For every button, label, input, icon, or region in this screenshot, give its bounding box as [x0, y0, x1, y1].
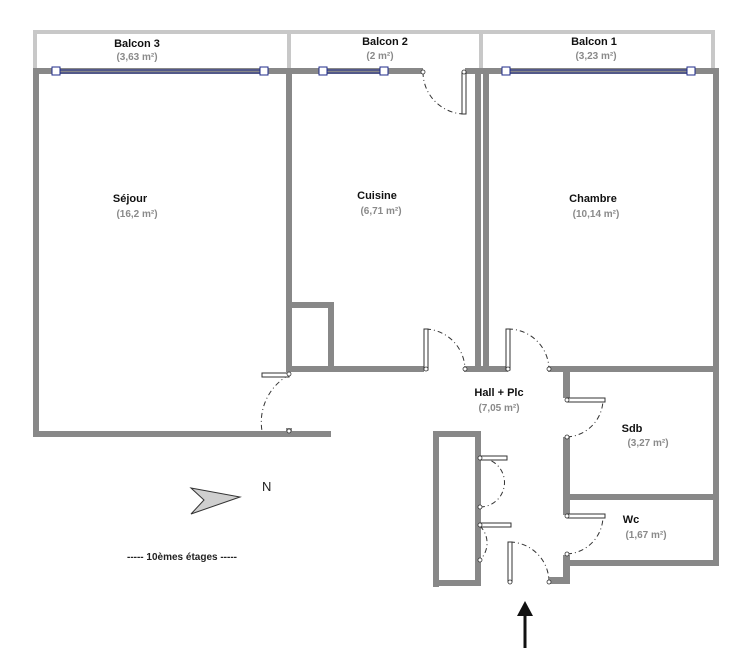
- cupboard-top: [286, 302, 334, 308]
- door-leaf-wc: [566, 513, 606, 519]
- door-leaf-chambre: [505, 328, 511, 371]
- wall-sejour-bottom: [33, 431, 331, 437]
- door-node: [477, 504, 483, 510]
- room-name-hall: Hall + Plc: [474, 387, 523, 399]
- door-node: [461, 69, 467, 75]
- door-swing-closet-2: [479, 525, 488, 561]
- door-swing-sdb: [566, 399, 604, 438]
- room-name-balcon3: Balcon 3: [114, 38, 160, 50]
- door-swing-sejour: [260, 374, 290, 432]
- wall-sdb-west-bottom: [563, 437, 570, 515]
- wall-cuisine-chambre: [475, 68, 481, 372]
- door-leaf-cuisine: [423, 328, 429, 371]
- door-leaf-balcon2: [461, 71, 467, 115]
- wall-hall-lower-bottom: [433, 580, 481, 586]
- door-gap: [423, 67, 465, 75]
- doors: [260, 67, 606, 585]
- wall-closet: [475, 431, 481, 586]
- door-swing-wc: [566, 515, 604, 555]
- wall-right: [713, 68, 719, 566]
- door-swing-chambre: [507, 328, 550, 370]
- door-node: [477, 455, 483, 461]
- room-area-cuisine: (6,71 m²): [360, 206, 401, 217]
- wall-sejour-cuisine: [286, 68, 292, 372]
- balcony-1-outline: [481, 30, 715, 72]
- room-labels: Balcon 3 (3,63 m²) Balcon 2 (2 m²) Balco…: [113, 36, 669, 541]
- room-name-balcon1: Balcon 1: [571, 36, 617, 48]
- door-node: [564, 551, 570, 557]
- floor-label: ----- 10èmes étages -----: [127, 552, 237, 563]
- wall-sdb-west-top: [563, 366, 570, 398]
- door-swing-cuisine: [425, 328, 466, 370]
- room-area-wc: (1,67 m²): [625, 530, 666, 541]
- room-area-balcon2: (2 m²): [366, 51, 393, 62]
- balconies: [33, 30, 715, 72]
- room-area-balcon1: (3,23 m²): [575, 51, 616, 62]
- wall-wc-west-bottom: [563, 555, 570, 583]
- cupboard-right: [328, 302, 334, 372]
- balcony-3-outline: [33, 30, 291, 72]
- room-name-sdb: Sdb: [622, 423, 643, 435]
- room-area-sejour: (16,2 m²): [116, 209, 157, 220]
- room-name-sejour: Séjour: [113, 193, 148, 205]
- wall-left: [33, 68, 39, 437]
- door-node: [286, 428, 292, 434]
- room-name-wc: Wc: [623, 514, 640, 526]
- door-node: [507, 579, 513, 585]
- north-arrow: N: [189, 479, 271, 515]
- wall-chambre-bottom-left: [475, 366, 508, 372]
- window-node: [379, 66, 389, 76]
- door-node: [462, 366, 468, 372]
- door-node: [423, 366, 429, 372]
- door-node: [546, 366, 552, 372]
- door-leaf-sejour: [261, 372, 290, 378]
- walls: [33, 68, 719, 587]
- room-area-chambre: (10,14 m²): [573, 209, 620, 220]
- door-node: [564, 434, 570, 440]
- wall-sdb-wc: [563, 494, 719, 500]
- room-name-chambre: Chambre: [569, 193, 617, 205]
- door-node: [420, 69, 426, 75]
- wall-hall-lower-left: [433, 431, 439, 587]
- room-area-hall: (7,05 m²): [478, 403, 519, 414]
- door-swing-entrance: [509, 541, 550, 583]
- wall-top: [33, 68, 719, 74]
- door-node: [564, 513, 570, 519]
- wall-chambre-bottom-right: [548, 366, 719, 372]
- door-node: [505, 366, 511, 372]
- door-leaf-closet-1: [479, 455, 508, 461]
- window-node: [686, 66, 696, 76]
- wall-hall-lower-top: [433, 431, 477, 437]
- wall-cuisine-chambre-2: [483, 68, 489, 372]
- entrance-arrow: [517, 601, 533, 648]
- room-name-cuisine: Cuisine: [357, 190, 397, 202]
- room-area-sdb: (3,27 m²): [627, 438, 668, 449]
- door-node: [546, 579, 552, 585]
- door-leaf-closet-2: [479, 522, 512, 528]
- room-area-balcon3: (3,63 m²): [116, 52, 157, 63]
- door-leaf-entrance: [507, 541, 513, 583]
- window-node: [51, 66, 61, 76]
- north-label: N: [262, 479, 271, 494]
- wall-cuisine-bottom-left: [286, 366, 424, 372]
- door-swing-closet-1: [479, 457, 505, 508]
- entrance-arrow-head: [517, 601, 533, 616]
- window-node: [259, 66, 269, 76]
- window-node: [318, 66, 328, 76]
- door-node: [564, 397, 570, 403]
- north-arrow-icon: [189, 487, 242, 515]
- door-swing-balcon2: [422, 71, 466, 115]
- door-leaf-sdb: [566, 397, 606, 403]
- windows: [51, 66, 696, 76]
- door-node: [477, 522, 483, 528]
- room-name-balcon2: Balcon 2: [362, 36, 408, 48]
- wall-wc-bottom: [563, 560, 719, 566]
- wall-entrance-right: [548, 577, 570, 584]
- door-node: [286, 371, 292, 377]
- window-node: [501, 66, 511, 76]
- door-node: [477, 557, 483, 563]
- wall-cuisine-bottom-right: [464, 366, 484, 372]
